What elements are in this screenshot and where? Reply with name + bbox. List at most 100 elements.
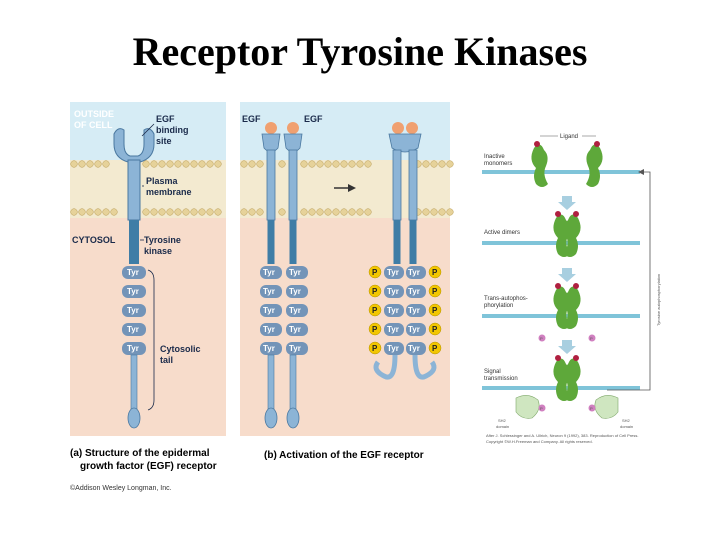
tyr-label: Tyr: [289, 268, 301, 277]
phosphate-label: P: [432, 268, 438, 277]
tyrosine-kinase-label: Tyrosine: [144, 235, 181, 245]
tyr-residues: [122, 266, 146, 355]
tyr-label: Tyr: [387, 306, 399, 315]
cytosolic-tail-label: tail: [160, 355, 173, 365]
plasma-membrane-label: membrane: [146, 187, 192, 197]
leader-lines: [140, 123, 155, 411]
tyr-label: Tyr: [263, 306, 275, 315]
egf-label: EGF: [242, 114, 261, 124]
panel-a-caption: (a) Structure of the epidermal: [70, 448, 210, 459]
tyrosine-kinase-domain: [129, 220, 139, 264]
right-arrow-icon: [334, 184, 356, 192]
active-receptor-dimer: Tyr Tyr Tyr Tyr Tyr Tyr Tyr Tyr Tyr Tyr …: [368, 122, 442, 380]
feedback-arrow-icon: [607, 169, 651, 391]
tyr-label: Tyr: [127, 287, 139, 296]
panel-b-caption: (b) Activation of the EGF receptor: [264, 450, 424, 461]
phosphate-label: P: [372, 325, 378, 334]
sh2-domain-label: domain: [496, 424, 509, 429]
phosphate-label: P: [372, 306, 378, 315]
phosphate-label: P: [432, 287, 438, 296]
receptor-transmembrane: [127, 159, 141, 221]
phosphate-label: P: [432, 344, 438, 353]
plasma-membrane-label: Plasma: [146, 176, 179, 186]
panel-a: Tyr Tyr Tyr Tyr Tyr OUTSIDE OF CELL EGF …: [70, 102, 226, 492]
panel-a-caption: growth factor (EGF) receptor: [80, 461, 217, 472]
tyr-label: Tyr: [387, 325, 399, 334]
signal-transmission-label: Signal: [484, 369, 501, 375]
active-dimers: [553, 211, 581, 257]
receptor-left: Tyr Tyr Tyr Tyr Tyr: [260, 122, 282, 429]
cytosol-label: CYTOSOL: [72, 235, 116, 245]
tyr-label: Tyr: [127, 306, 139, 315]
tyr-label: Tyr: [408, 287, 420, 296]
phosphate-label: P: [372, 287, 378, 296]
tyr-label: Tyr: [408, 268, 420, 277]
egf-ligand: [287, 122, 299, 134]
egf-binding-label: site: [156, 136, 172, 146]
inactive-receptor-pair: Tyr Tyr Tyr Tyr Tyr Tyr Tyr Tyr: [242, 114, 323, 429]
egf-ligand: [265, 122, 277, 134]
dimerization-figure: P P P P Ligand Inactive monomers Active …: [482, 134, 661, 444]
receptor-monomer: Tyr Tyr Tyr Tyr Tyr: [113, 128, 155, 429]
signal-transmission: [515, 355, 619, 419]
panel-a-membrane: [70, 160, 226, 218]
tyr-label: Tyr: [289, 344, 301, 353]
autophosphorylation-side-label: Tyrosine autophosphorylation: [656, 274, 661, 326]
dimer-tail-left: [373, 354, 398, 380]
tyr-label: Tyr: [387, 287, 399, 296]
tyr-label: Tyr: [263, 287, 275, 296]
phosphate-label: P: [540, 406, 543, 411]
copyright: ©Addison Wesley Longman, Inc.: [70, 484, 172, 492]
sh2-domain-left: [515, 395, 540, 419]
ligand: [534, 141, 540, 147]
egf-label: EGF: [304, 114, 323, 124]
phosphate-groups: [368, 265, 442, 355]
inactive-monomers-label: Inactive: [484, 154, 505, 160]
tyr-label: Tyr: [408, 306, 420, 315]
panel-b: Tyr Tyr Tyr Tyr Tyr Tyr Tyr Tyr: [240, 102, 454, 461]
phosphate-label: P: [590, 406, 593, 411]
phosphate-label: P: [372, 268, 378, 277]
egf-binding-label: binding: [156, 125, 189, 135]
cytosolic-tail-label: Cytosolic: [160, 344, 201, 354]
cytosolic-tail: [130, 354, 138, 412]
panel-a-cytosol-region: [70, 218, 226, 436]
receptor-right: Tyr Tyr Tyr Tyr Tyr: [283, 122, 308, 429]
tyr-label: Tyr: [408, 325, 420, 334]
tail-end: [127, 407, 141, 429]
outside-label: OF CELL: [74, 120, 113, 130]
stage-arrows: [558, 196, 576, 354]
tyr-label: Tyr: [263, 325, 275, 334]
trans-autophosphorylation-label: phorylation: [484, 303, 513, 309]
tyrosine-kinase-label: kinase: [144, 246, 172, 256]
active-dimers-label: Active dimers: [484, 230, 520, 236]
trans-autophosphorylation: [538, 283, 596, 342]
figure-credit: Copyright ©W.H.Freeman and Company. All …: [486, 439, 593, 444]
tyr-label: Tyr: [127, 268, 139, 277]
panel-b-membrane-heads: [240, 160, 454, 216]
slide-title: Receptor Tyrosine Kinases: [132, 29, 588, 74]
tyr-label: Tyr: [127, 325, 139, 334]
tyr-label: Tyr: [387, 268, 399, 277]
signal-transmission-label: transmission: [484, 376, 518, 382]
sh2-domain-right: [594, 395, 619, 419]
sh2-domain-label: SH2: [498, 418, 507, 423]
tyr-label: Tyr: [289, 306, 301, 315]
figure-credit: After J. Schlessinger and A. Ullrich, Ne…: [486, 433, 639, 438]
tyr-label: Tyr: [127, 344, 139, 353]
inactive-monomers: [531, 141, 603, 187]
tyr-label: Tyr: [263, 268, 275, 277]
phosphate-label: P: [432, 325, 438, 334]
tyr-label: Tyr: [289, 287, 301, 296]
egf-ligand: [392, 122, 404, 134]
phosphate-label: P: [372, 344, 378, 353]
phosphate-label: P: [590, 336, 593, 341]
phosphate-label: P: [540, 336, 543, 341]
sh2-domain-label: SH2: [622, 418, 631, 423]
trans-autophosphorylation-label: Trans-autophos-: [484, 296, 528, 302]
phosphorylated-tyr: [384, 266, 426, 355]
ligand: [594, 141, 600, 147]
outside-label: OUTSIDE: [74, 109, 114, 119]
tyr-label: Tyr: [387, 344, 399, 353]
ligand-label: Ligand: [560, 134, 578, 140]
